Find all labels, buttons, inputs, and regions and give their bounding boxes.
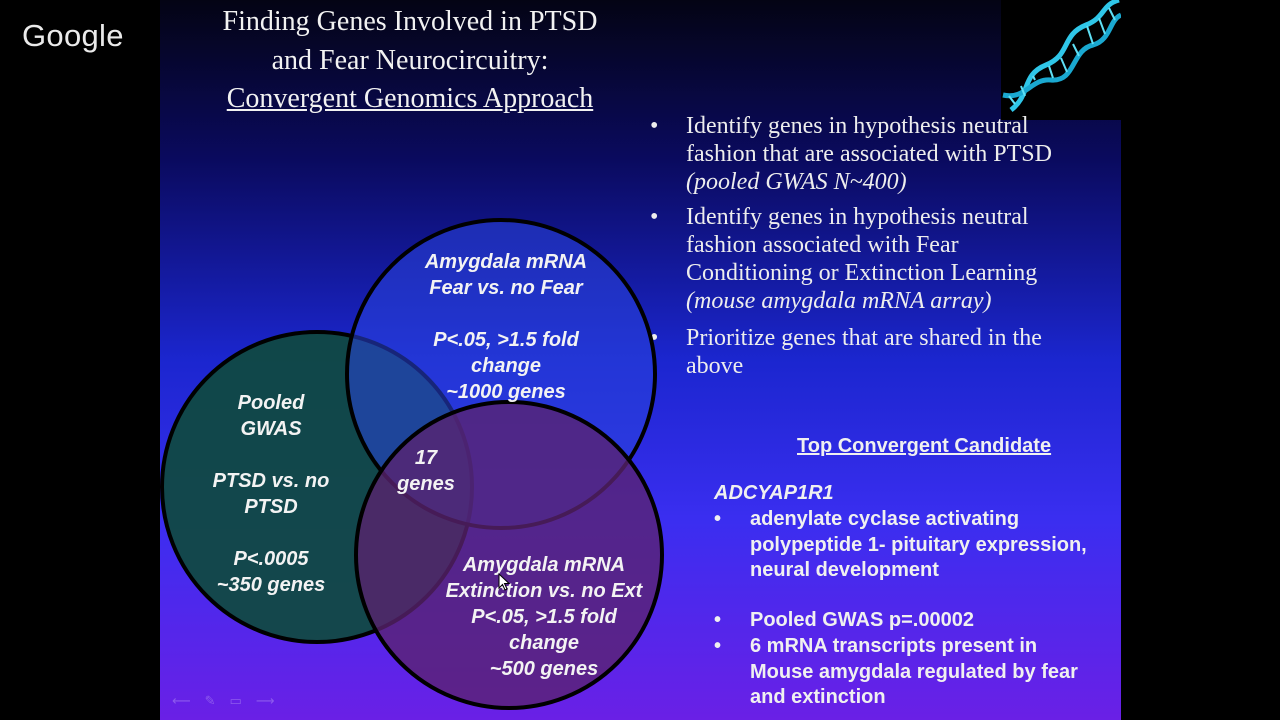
venn-text: Extinction vs. no Ext xyxy=(445,580,643,602)
venn-circle-extinction xyxy=(354,400,664,710)
bullet-marker: • xyxy=(714,508,722,530)
venn-label-fear: Amygdala mRNA Fear vs. no Fear P<.05, >1… xyxy=(406,249,606,405)
bullet-marker: • xyxy=(714,635,722,657)
venn-text: P<.05, >1.5 fold xyxy=(471,606,617,628)
venn-text: Pooled xyxy=(237,392,305,414)
google-logo: Google xyxy=(22,18,124,53)
venn-text: P<.05, >1.5 fold xyxy=(433,329,579,351)
slide: Finding Genes Involved in PTSD and Fear … xyxy=(160,0,1121,720)
venn-text: change xyxy=(470,355,542,377)
candidate-gene: ADCYAP1R1 xyxy=(714,482,834,504)
bullet-text: Identify genes in hypothesis neutral xyxy=(686,113,1029,139)
bullet-italic: (pooled GWAS N~400) xyxy=(686,169,907,195)
venn-text: PTSD vs. no xyxy=(212,470,330,492)
candidate-text: adenylate cyclase activating xyxy=(750,508,1020,530)
venn-text: Amygdala mRNA xyxy=(462,554,626,576)
candidate-text: and extinction xyxy=(750,686,886,708)
bullet-text: above xyxy=(686,353,744,379)
candidate-text: neural development xyxy=(750,559,939,581)
venn-text: GWAS xyxy=(240,418,302,440)
venn-text: P<.0005 xyxy=(233,548,309,570)
slide-title-line-1: Finding Genes Involved in PTSD xyxy=(222,6,598,37)
venn-text: change xyxy=(508,632,580,654)
candidate-text: polypeptide 1- pituitary expression, xyxy=(750,533,1087,556)
venn-label-overlap: 17 genes xyxy=(381,445,471,497)
venn-text: ~500 genes xyxy=(489,658,599,680)
venn-text: Amygdala mRNA xyxy=(424,251,588,273)
candidate-text: Mouse amygdala regulated by fear xyxy=(750,660,1078,683)
video-frame-right xyxy=(1121,0,1280,720)
bullet-text: Identify genes in hypothesis neutral xyxy=(686,204,1029,230)
venn-label-extinction: Amygdala mRNA Extinction vs. no Ext P<.0… xyxy=(429,552,659,682)
slide-title-line-3: Convergent Genomics Approach xyxy=(226,83,594,114)
bullet-marker: • xyxy=(650,204,659,230)
bullet-marker: • xyxy=(650,325,659,351)
venn-text: Fear vs. no Fear xyxy=(429,277,583,299)
next-slide-icon[interactable]: ⟶ xyxy=(255,694,275,709)
menu-icon[interactable]: ▭ xyxy=(229,694,242,709)
bullet-italic: (mouse amygdala mRNA array) xyxy=(686,288,992,314)
candidate-text: Pooled GWAS p=.00002 xyxy=(750,609,974,631)
mouse-cursor-icon xyxy=(498,573,510,591)
dna-helix-icon xyxy=(1001,0,1121,120)
venn-label-pooled: Pooled GWAS PTSD vs. no PTSD P<.0005 ~35… xyxy=(206,390,336,598)
bullet-text: fashion associated with Fear xyxy=(686,232,959,258)
video-frame-left: Google xyxy=(0,0,160,720)
venn-text: ~350 genes xyxy=(216,574,326,596)
venn-diagram xyxy=(160,218,664,710)
venn-text: 17 xyxy=(414,447,438,469)
venn-text: ~1000 genes xyxy=(446,381,566,403)
bullet-marker: • xyxy=(714,609,722,631)
bullet-text: fashion that are associated with PTSD xyxy=(686,141,1052,167)
bullet-marker: • xyxy=(650,113,659,139)
pen-icon[interactable]: ✎ xyxy=(204,694,216,709)
venn-text: PTSD xyxy=(244,496,298,518)
candidate-heading: Top Convergent Candidate xyxy=(797,435,1052,457)
bullet-text: Conditioning or Extinction Learning xyxy=(686,260,1038,286)
bullet-text: Prioritize genes that are shared in the xyxy=(686,325,1042,351)
venn-text: genes xyxy=(397,473,455,495)
slideshow-controls: ⟵ ✎ ▭ ⟶ xyxy=(172,694,274,709)
candidate-text: 6 mRNA transcripts present in xyxy=(750,635,1038,657)
previous-slide-icon[interactable]: ⟵ xyxy=(172,694,191,709)
slide-title-line-2: and Fear Neurocircuitry: xyxy=(271,45,549,76)
